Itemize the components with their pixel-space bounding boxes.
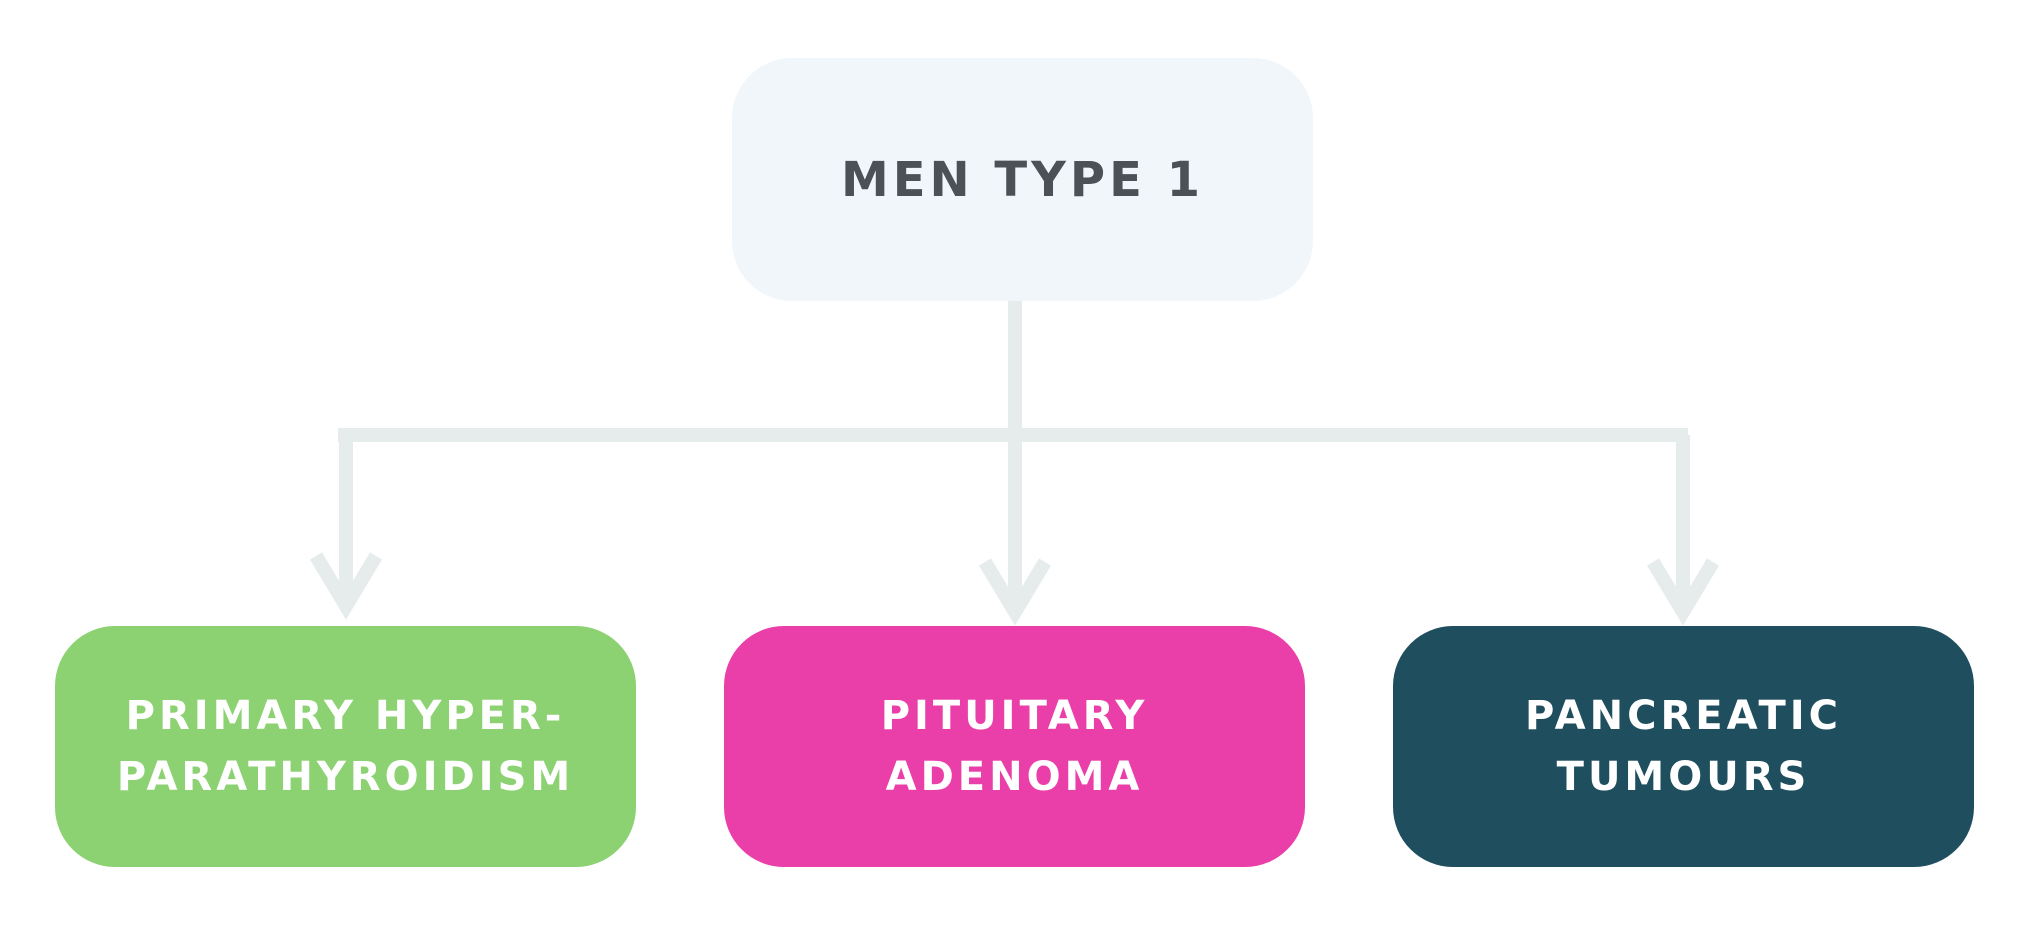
child-node-label: PANCREATIC TUMOURS [1525,692,1842,800]
child-node-label: PITUITARY ADENOMA [880,692,1149,800]
child-node-label: PRIMARY HYPER- PARATHYROIDISM [116,692,575,800]
child-node-primary-hyperparathyroidism: PRIMARY HYPER- PARATHYROIDISM [55,626,636,867]
child-node-pituitary-adenoma: PITUITARY ADENOMA [724,626,1305,867]
child-node-pancreatic-tumours: PANCREATIC TUMOURS [1393,626,1974,867]
root-node: MEN TYPE 1 [732,58,1313,301]
center-arrowhead-icon [978,558,1052,626]
root-node-label: MEN TYPE 1 [840,151,1204,208]
right-arrowhead-icon [1646,558,1720,626]
left-arrowhead-icon [309,552,383,620]
